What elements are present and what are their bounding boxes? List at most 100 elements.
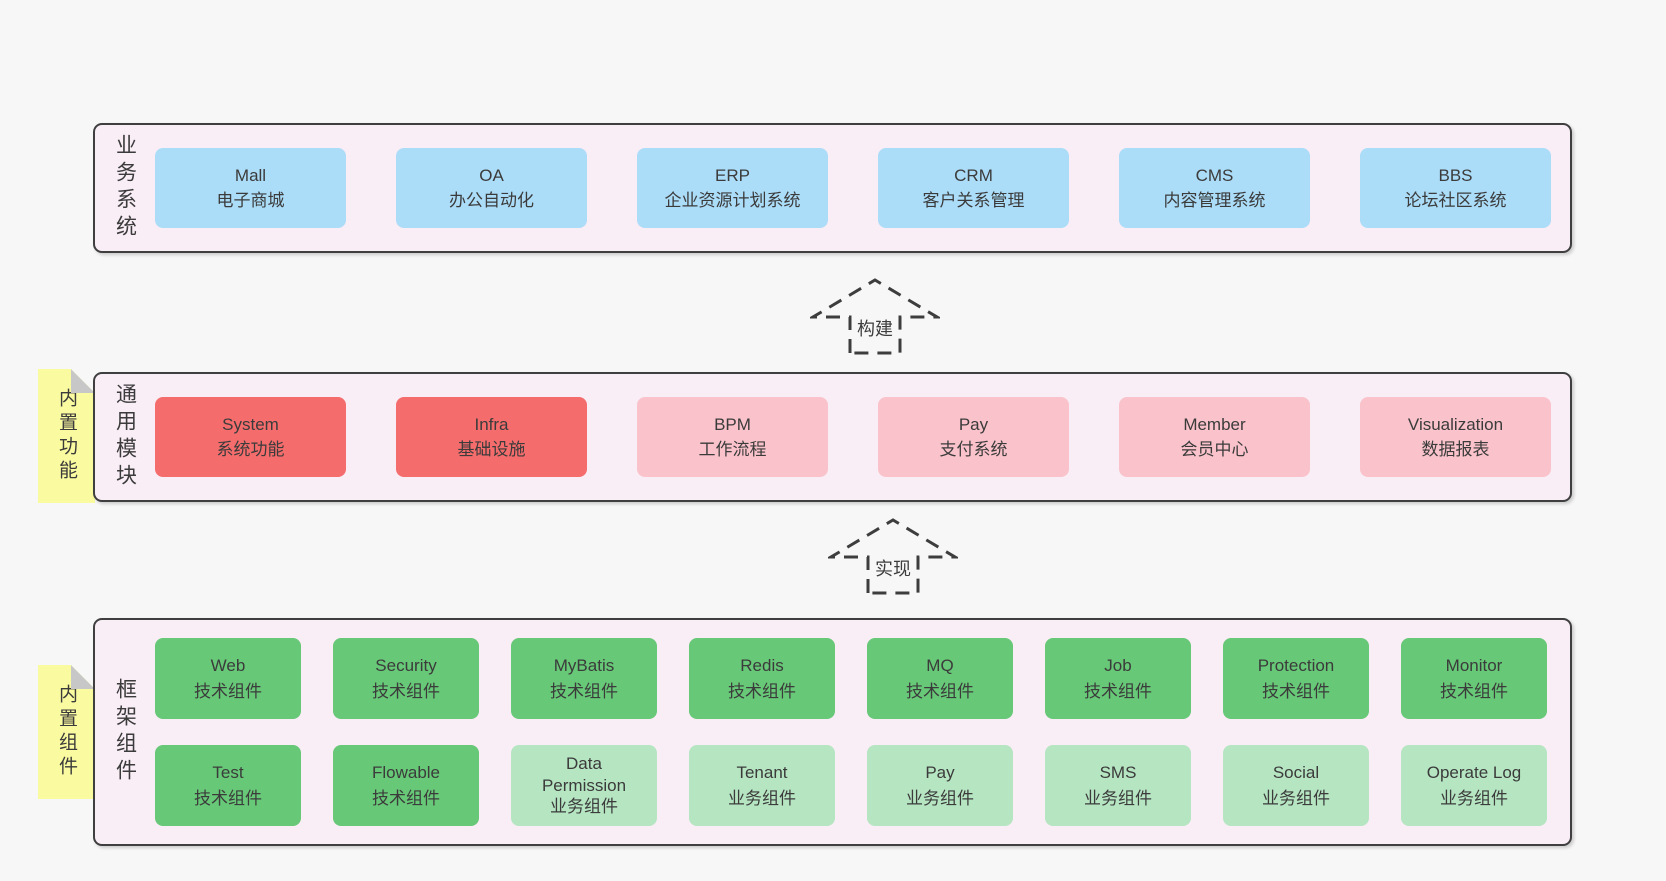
box-bpm: BPM 工作流程 — [637, 397, 828, 477]
box-title: Tenant — [736, 763, 788, 782]
box-subtitle: 技术组件 — [1262, 681, 1330, 701]
box-redis: Redis 技术组件 — [689, 638, 835, 719]
panel-label-text: 框架组件 — [113, 678, 137, 786]
box-subtitle: 技术组件 — [1084, 681, 1152, 701]
box-title: Web — [210, 656, 246, 675]
box-operate-log: Operate Log 业务组件 — [1401, 745, 1547, 826]
box-title: SMS — [1099, 763, 1137, 782]
panel-business-systems: 业务系统 Mall 电子商城 OA 办公自动化 ERP 企业资源计划系统 CRM… — [93, 123, 1572, 253]
box-title: OA — [479, 165, 504, 185]
box-title: Monitor — [1445, 656, 1503, 675]
arrow-label: 实现 — [872, 555, 914, 581]
box-subtitle: 业务组件 — [1084, 788, 1152, 808]
box-monitor: Monitor 技术组件 — [1401, 638, 1547, 719]
box-subtitle: 技术组件 — [550, 681, 618, 701]
panel-framework-components: 框架组件 Web 技术组件 Security 技术组件 MyBatis 技术组件… — [93, 618, 1572, 846]
box-oa: OA 办公自动化 — [396, 148, 587, 228]
panel-label-text: 通用模块 — [113, 383, 137, 491]
panel-label-common-modules: 通用模块 — [95, 383, 155, 491]
implement-arrow: 实现 — [828, 517, 958, 595]
box-title: Redis — [740, 656, 784, 675]
box-title: Data Permission — [541, 754, 627, 795]
box-infra: Infra 基础设施 — [396, 397, 587, 477]
box-title: Pay — [925, 763, 955, 782]
folded-corner-icon — [71, 665, 95, 689]
box-title: Pay — [958, 414, 989, 434]
box-subtitle: 电子商城 — [216, 191, 285, 210]
box-subtitle: 技术组件 — [194, 788, 262, 808]
up-arrow-icon — [828, 518, 958, 595]
box-title: CMS — [1195, 165, 1234, 185]
box-title: CRM — [954, 165, 993, 185]
panel-label-business-systems: 业务系统 — [95, 134, 155, 242]
box-social: Social 业务组件 — [1223, 745, 1369, 826]
panel-label-framework-components: 框架组件 — [95, 678, 155, 786]
box-title: ERP — [715, 165, 750, 185]
sticky-tab-builtin-components: 内置组件 — [38, 665, 95, 799]
box-subtitle: 技术组件 — [372, 788, 440, 808]
box-cms: CMS 内容管理系统 — [1119, 148, 1310, 228]
tab-label: 内置功能 — [56, 388, 77, 484]
build-arrow: 构建 — [810, 277, 940, 355]
box-flowable: Flowable 技术组件 — [333, 745, 479, 826]
box-subtitle: 客户关系管理 — [922, 191, 1025, 210]
panel-label-text: 业务系统 — [113, 134, 137, 242]
common-modules-row: System 系统功能 Infra 基础设施 BPM 工作流程 Pay 支付系统… — [155, 397, 1551, 477]
box-mybatis: MyBatis 技术组件 — [511, 638, 657, 719]
box-mall: Mall 电子商城 — [155, 148, 346, 228]
box-subtitle: 基础设施 — [457, 440, 526, 459]
box-subtitle: 业务组件 — [1262, 788, 1330, 808]
box-security: Security 技术组件 — [333, 638, 479, 719]
box-title: Member — [1183, 414, 1246, 434]
box-title: System — [222, 414, 279, 434]
box-title: BPM — [714, 414, 751, 434]
box-visualization: Visualization 数据报表 — [1360, 397, 1551, 477]
box-subtitle: 业务组件 — [550, 797, 618, 817]
box-subtitle: 业务组件 — [906, 788, 974, 808]
box-subtitle: 技术组件 — [728, 681, 796, 701]
box-protection: Protection 技术组件 — [1223, 638, 1369, 719]
box-data-permission: Data Permission 业务组件 — [511, 745, 657, 826]
box-mq: MQ 技术组件 — [867, 638, 1013, 719]
box-subtitle: 会员中心 — [1180, 440, 1249, 459]
box-title: Job — [1104, 656, 1132, 675]
box-subtitle: 技术组件 — [1440, 681, 1508, 701]
panel-common-modules: 通用模块 System 系统功能 Infra 基础设施 BPM 工作流程 Pay… — [93, 372, 1572, 502]
box-subtitle: 业务组件 — [728, 788, 796, 808]
box-title: Mall — [234, 165, 267, 185]
box-subtitle: 系统功能 — [216, 440, 285, 459]
box-title: Visualization — [1407, 414, 1504, 434]
box-subtitle: 办公自动化 — [449, 191, 534, 210]
box-job: Job 技术组件 — [1045, 638, 1191, 719]
box-subtitle: 支付系统 — [939, 440, 1008, 459]
box-subtitle: 内容管理系统 — [1163, 191, 1266, 210]
box-bbs: BBS 论坛社区系统 — [1360, 148, 1551, 228]
box-subtitle: 企业资源计划系统 — [664, 191, 801, 210]
box-test: Test 技术组件 — [155, 745, 301, 826]
box-subtitle: 业务组件 — [1440, 788, 1508, 808]
box-subtitle: 技术组件 — [372, 681, 440, 701]
box-title: Test — [212, 763, 244, 782]
folded-corner-icon — [71, 369, 95, 393]
box-member: Member 会员中心 — [1119, 397, 1310, 477]
box-title: Protection — [1257, 656, 1335, 675]
box-title: Flowable — [371, 763, 441, 782]
box-web: Web 技术组件 — [155, 638, 301, 719]
box-title: Social — [1272, 763, 1320, 782]
box-title: Operate Log — [1426, 763, 1522, 782]
box-tenant: Tenant 业务组件 — [689, 745, 835, 826]
box-pay-system: Pay 支付系统 — [878, 397, 1069, 477]
sticky-tab-builtin-features: 内置功能 — [38, 369, 95, 503]
box-title: Infra — [474, 414, 509, 434]
box-subtitle: 工作流程 — [698, 440, 767, 459]
box-subtitle: 论坛社区系统 — [1404, 191, 1507, 210]
box-title: BBS — [1438, 165, 1473, 185]
box-erp: ERP 企业资源计划系统 — [637, 148, 828, 228]
business-systems-row: Mall 电子商城 OA 办公自动化 ERP 企业资源计划系统 CRM 客户关系… — [155, 148, 1551, 228]
box-subtitle: 技术组件 — [194, 681, 262, 701]
box-pay-component: Pay 业务组件 — [867, 745, 1013, 826]
box-subtitle: 技术组件 — [906, 681, 974, 701]
arrow-label: 构建 — [854, 315, 896, 341]
box-title: MQ — [926, 656, 954, 675]
box-crm: CRM 客户关系管理 — [878, 148, 1069, 228]
